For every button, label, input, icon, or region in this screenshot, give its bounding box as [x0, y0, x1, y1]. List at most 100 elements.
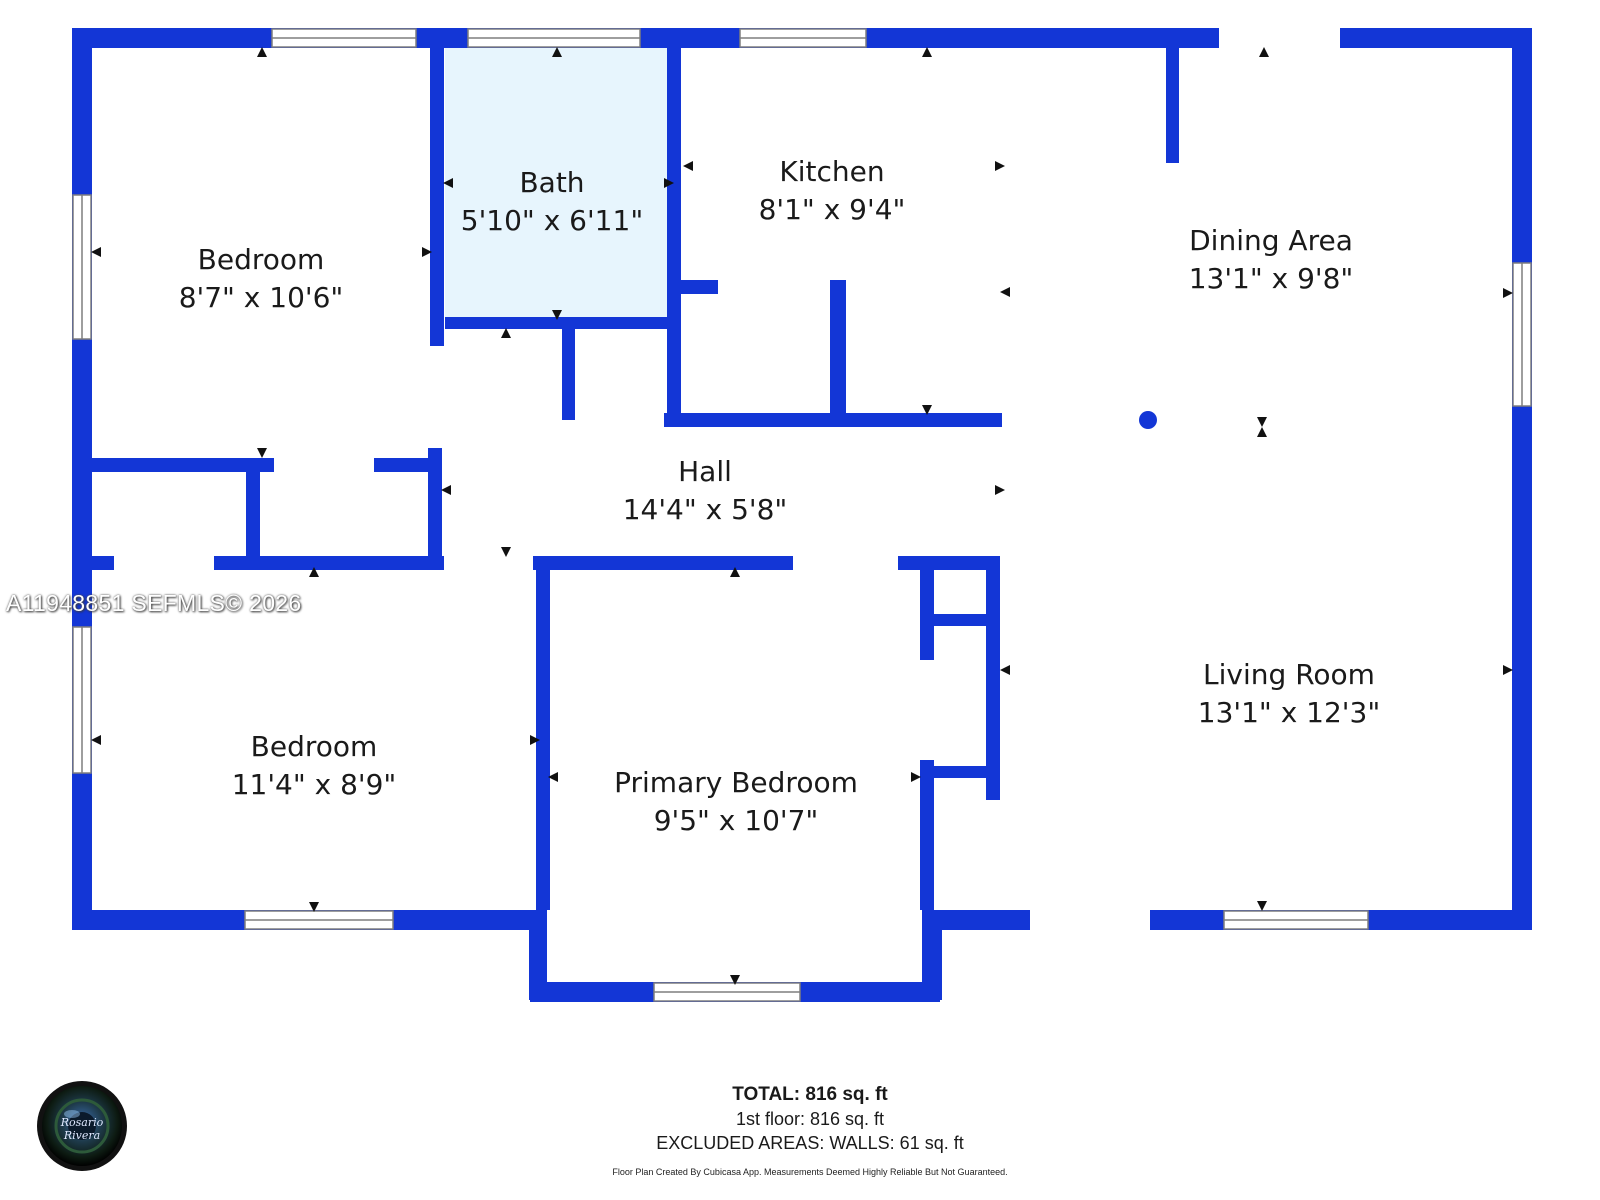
- dimension-arrow-icon: [309, 567, 319, 577]
- wall-segment: [1022, 910, 1030, 930]
- room-dimensions: 13'1" x 12'3": [1197, 696, 1381, 729]
- photographer-logo: Rosario Rivera: [36, 1080, 128, 1172]
- wall-segment: [933, 766, 997, 778]
- room-name: Kitchen: [779, 155, 885, 188]
- camera-lens-icon: [37, 1081, 127, 1171]
- wall-segment: [533, 556, 793, 570]
- wall-segment: [898, 556, 1000, 570]
- walls: [72, 28, 1532, 1002]
- room-living-room: Living Room 13'1" x 12'3": [1164, 656, 1414, 732]
- excluded-areas: EXCLUDED AREAS: WALLS: 61 sq. ft: [656, 1133, 964, 1153]
- wall-segment: [986, 556, 1000, 800]
- dimension-arrow-icon: [257, 47, 267, 57]
- dimension-arrow-icon: [683, 161, 693, 171]
- dimension-arrow-icon: [1000, 665, 1010, 675]
- dimension-arrow-icon: [1259, 47, 1269, 57]
- room-name: Bedroom: [250, 730, 378, 763]
- dimension-arrow-icon: [441, 485, 451, 495]
- wall-segment: [92, 556, 114, 570]
- wall-segment: [92, 458, 274, 472]
- room-kitchen: Kitchen 8'1" x 9'4": [732, 153, 932, 229]
- dimension-arrow-icon: [730, 567, 740, 577]
- room-name: Hall: [678, 455, 732, 488]
- room-dimensions: 14'4" x 5'8": [622, 493, 788, 526]
- wall-segment: [920, 760, 934, 910]
- room-dining-area: Dining Area 13'1" x 9'8": [1146, 222, 1396, 298]
- dimension-arrow-icon: [995, 161, 1005, 171]
- room-bath: Bath 5'10" x 6'11": [452, 164, 652, 240]
- dimension-arrow-icon: [911, 772, 921, 782]
- dimension-arrow-icon: [530, 735, 540, 745]
- room-dimensions: 11'4" x 8'9": [231, 768, 397, 801]
- window: [1223, 910, 1369, 930]
- dimension-arrow-icon: [552, 47, 562, 57]
- wall-segment: [1512, 28, 1532, 930]
- dimension-arrow-icon: [91, 247, 101, 257]
- wall-segment: [922, 910, 942, 1000]
- dimension-arrow-icon: [1503, 288, 1513, 298]
- dimension-arrow-icon: [730, 975, 740, 985]
- dimension-arrow-icon: [257, 448, 267, 458]
- dimension-arrow-icon: [501, 328, 511, 338]
- window: [653, 982, 801, 1002]
- wall-segment: [562, 329, 575, 420]
- room-dimensions: 9'5" x 10'7": [653, 804, 819, 837]
- mls-watermark: A11948851 SEFMLS© 2026: [6, 590, 302, 616]
- wall-segment: [664, 413, 1002, 427]
- window: [244, 910, 394, 930]
- dimension-arrow-icon: [552, 310, 562, 320]
- room-hall: Hall 14'4" x 5'8": [605, 453, 805, 529]
- wall-segment: [942, 910, 1022, 930]
- dimension-arrow-icon: [91, 735, 101, 745]
- wall-segment: [667, 48, 681, 418]
- ceiling-fixture-icon: [1139, 411, 1157, 429]
- room-dimensions: 13'1" x 9'8": [1188, 262, 1354, 295]
- window: [72, 194, 92, 340]
- dimension-markers: [91, 47, 1513, 985]
- area-totals: TOTAL: 816 sq. ft 1st floor: 816 sq. ft …: [560, 1083, 1060, 1155]
- window: [1512, 262, 1532, 407]
- dimension-arrow-icon: [1503, 665, 1513, 675]
- wall-segment: [246, 472, 260, 562]
- wall-segment: [536, 562, 550, 910]
- wall-segment: [529, 910, 547, 1000]
- dimension-arrow-icon: [1000, 287, 1010, 297]
- logo-signature: Rosario Rivera: [60, 1116, 104, 1142]
- wall-segment: [920, 556, 934, 660]
- wall-segment: [445, 317, 673, 329]
- room-bedroom-bottom-left: Bedroom 11'4" x 8'9": [214, 728, 414, 804]
- room-name: Primary Bedroom: [614, 766, 858, 799]
- dimension-arrow-icon: [422, 247, 432, 257]
- wall-segment: [933, 614, 997, 626]
- wall-segment: [374, 458, 434, 472]
- wall-segment: [830, 280, 846, 418]
- wall-segment: [1166, 48, 1179, 163]
- room-name: Bedroom: [197, 243, 325, 276]
- window: [72, 626, 92, 774]
- window: [271, 28, 417, 48]
- dimension-arrow-icon: [664, 178, 674, 188]
- wall-segment: [428, 448, 442, 562]
- disclaimer: Floor Plan Created By Cubicasa App. Meas…: [612, 1167, 1008, 1177]
- wall-segment: [72, 28, 1219, 48]
- dimension-arrow-icon: [1257, 417, 1267, 427]
- wall-segment: [72, 28, 92, 930]
- wall-segment: [430, 48, 444, 346]
- wall-segment: [681, 280, 718, 294]
- dimension-arrow-icon: [548, 772, 558, 782]
- wall-segment: [1340, 28, 1531, 48]
- dimension-arrow-icon: [922, 405, 932, 415]
- room-name: Dining Area: [1189, 224, 1353, 257]
- dimension-arrow-icon: [995, 485, 1005, 495]
- first-floor-area: 1st floor: 816 sq. ft: [735, 1109, 885, 1129]
- room-name: Living Room: [1203, 658, 1375, 691]
- room-dimensions: 8'1" x 9'4": [758, 193, 906, 226]
- room-bedroom-top-left: Bedroom 8'7" x 10'6": [161, 241, 361, 317]
- dimension-arrow-icon: [309, 902, 319, 912]
- room-primary-bedroom: Primary Bedroom 9'5" x 10'7": [596, 764, 876, 840]
- bath-floor: [445, 48, 673, 324]
- dimension-arrow-icon: [1257, 901, 1267, 911]
- dimension-arrow-icon: [922, 47, 932, 57]
- windows: [72, 28, 1532, 1002]
